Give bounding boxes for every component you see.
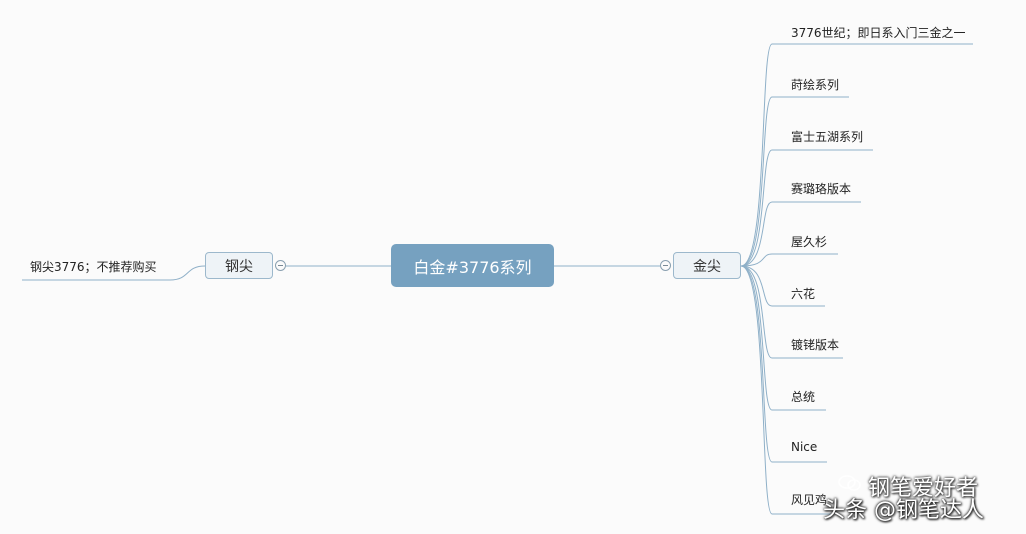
collapse-toggle-left[interactable] (275, 260, 286, 271)
leaf-gold-6[interactable]: 镀铑版本 (791, 338, 840, 352)
central-topic[interactable]: 白金#3776系列 (391, 244, 554, 287)
leaf-gold-1[interactable]: 莳绘系列 (791, 78, 840, 92)
watermark-line1: 钢笔爱好者 (868, 476, 979, 501)
connector-right-leaf-2 (740, 149, 873, 267)
leaf-gold-3[interactable]: 赛璐珞版本 (791, 182, 852, 196)
connector-right-leaf-5 (740, 265, 825, 307)
leaf-gold-0[interactable]: 3776世纪；即日系入门三金之一 (791, 26, 966, 40)
watermark-line2: 头条 @钢笔达人 (823, 498, 984, 523)
connector-right-leaf-9 (740, 265, 831, 515)
leaf-gold-8[interactable]: Nice (791, 440, 818, 454)
connector-right-leaf-8 (740, 265, 827, 463)
leaf-gold-2[interactable]: 富士五湖系列 (791, 130, 864, 144)
connector-right-leaf-7 (740, 265, 826, 411)
leaf-gold-7[interactable]: 总统 (791, 390, 816, 404)
connector-right-leaf-3 (740, 201, 861, 267)
leaf-gold-9[interactable]: 风见鸡 (791, 493, 828, 507)
leaf-gold-4[interactable]: 屋久杉 (791, 235, 828, 249)
branch-gold-nib[interactable]: 金尖 (673, 252, 741, 279)
branch-steel-nib[interactable]: 钢尖 (205, 252, 273, 279)
connector-right-leaf-4 (740, 253, 838, 267)
wechat-icon (838, 475, 861, 491)
connector-right-leaf-1 (740, 96, 849, 267)
leaf-gold-5[interactable]: 六花 (791, 287, 816, 301)
connector-left-leaf (22, 265, 206, 281)
collapse-toggle-right[interactable] (660, 260, 671, 271)
connector-right-leaf-6 (740, 265, 843, 359)
connector-right-leaf-0 (740, 43, 973, 267)
leaf-steel-3776[interactable]: 钢尖3776；不推荐购买 (30, 260, 157, 274)
